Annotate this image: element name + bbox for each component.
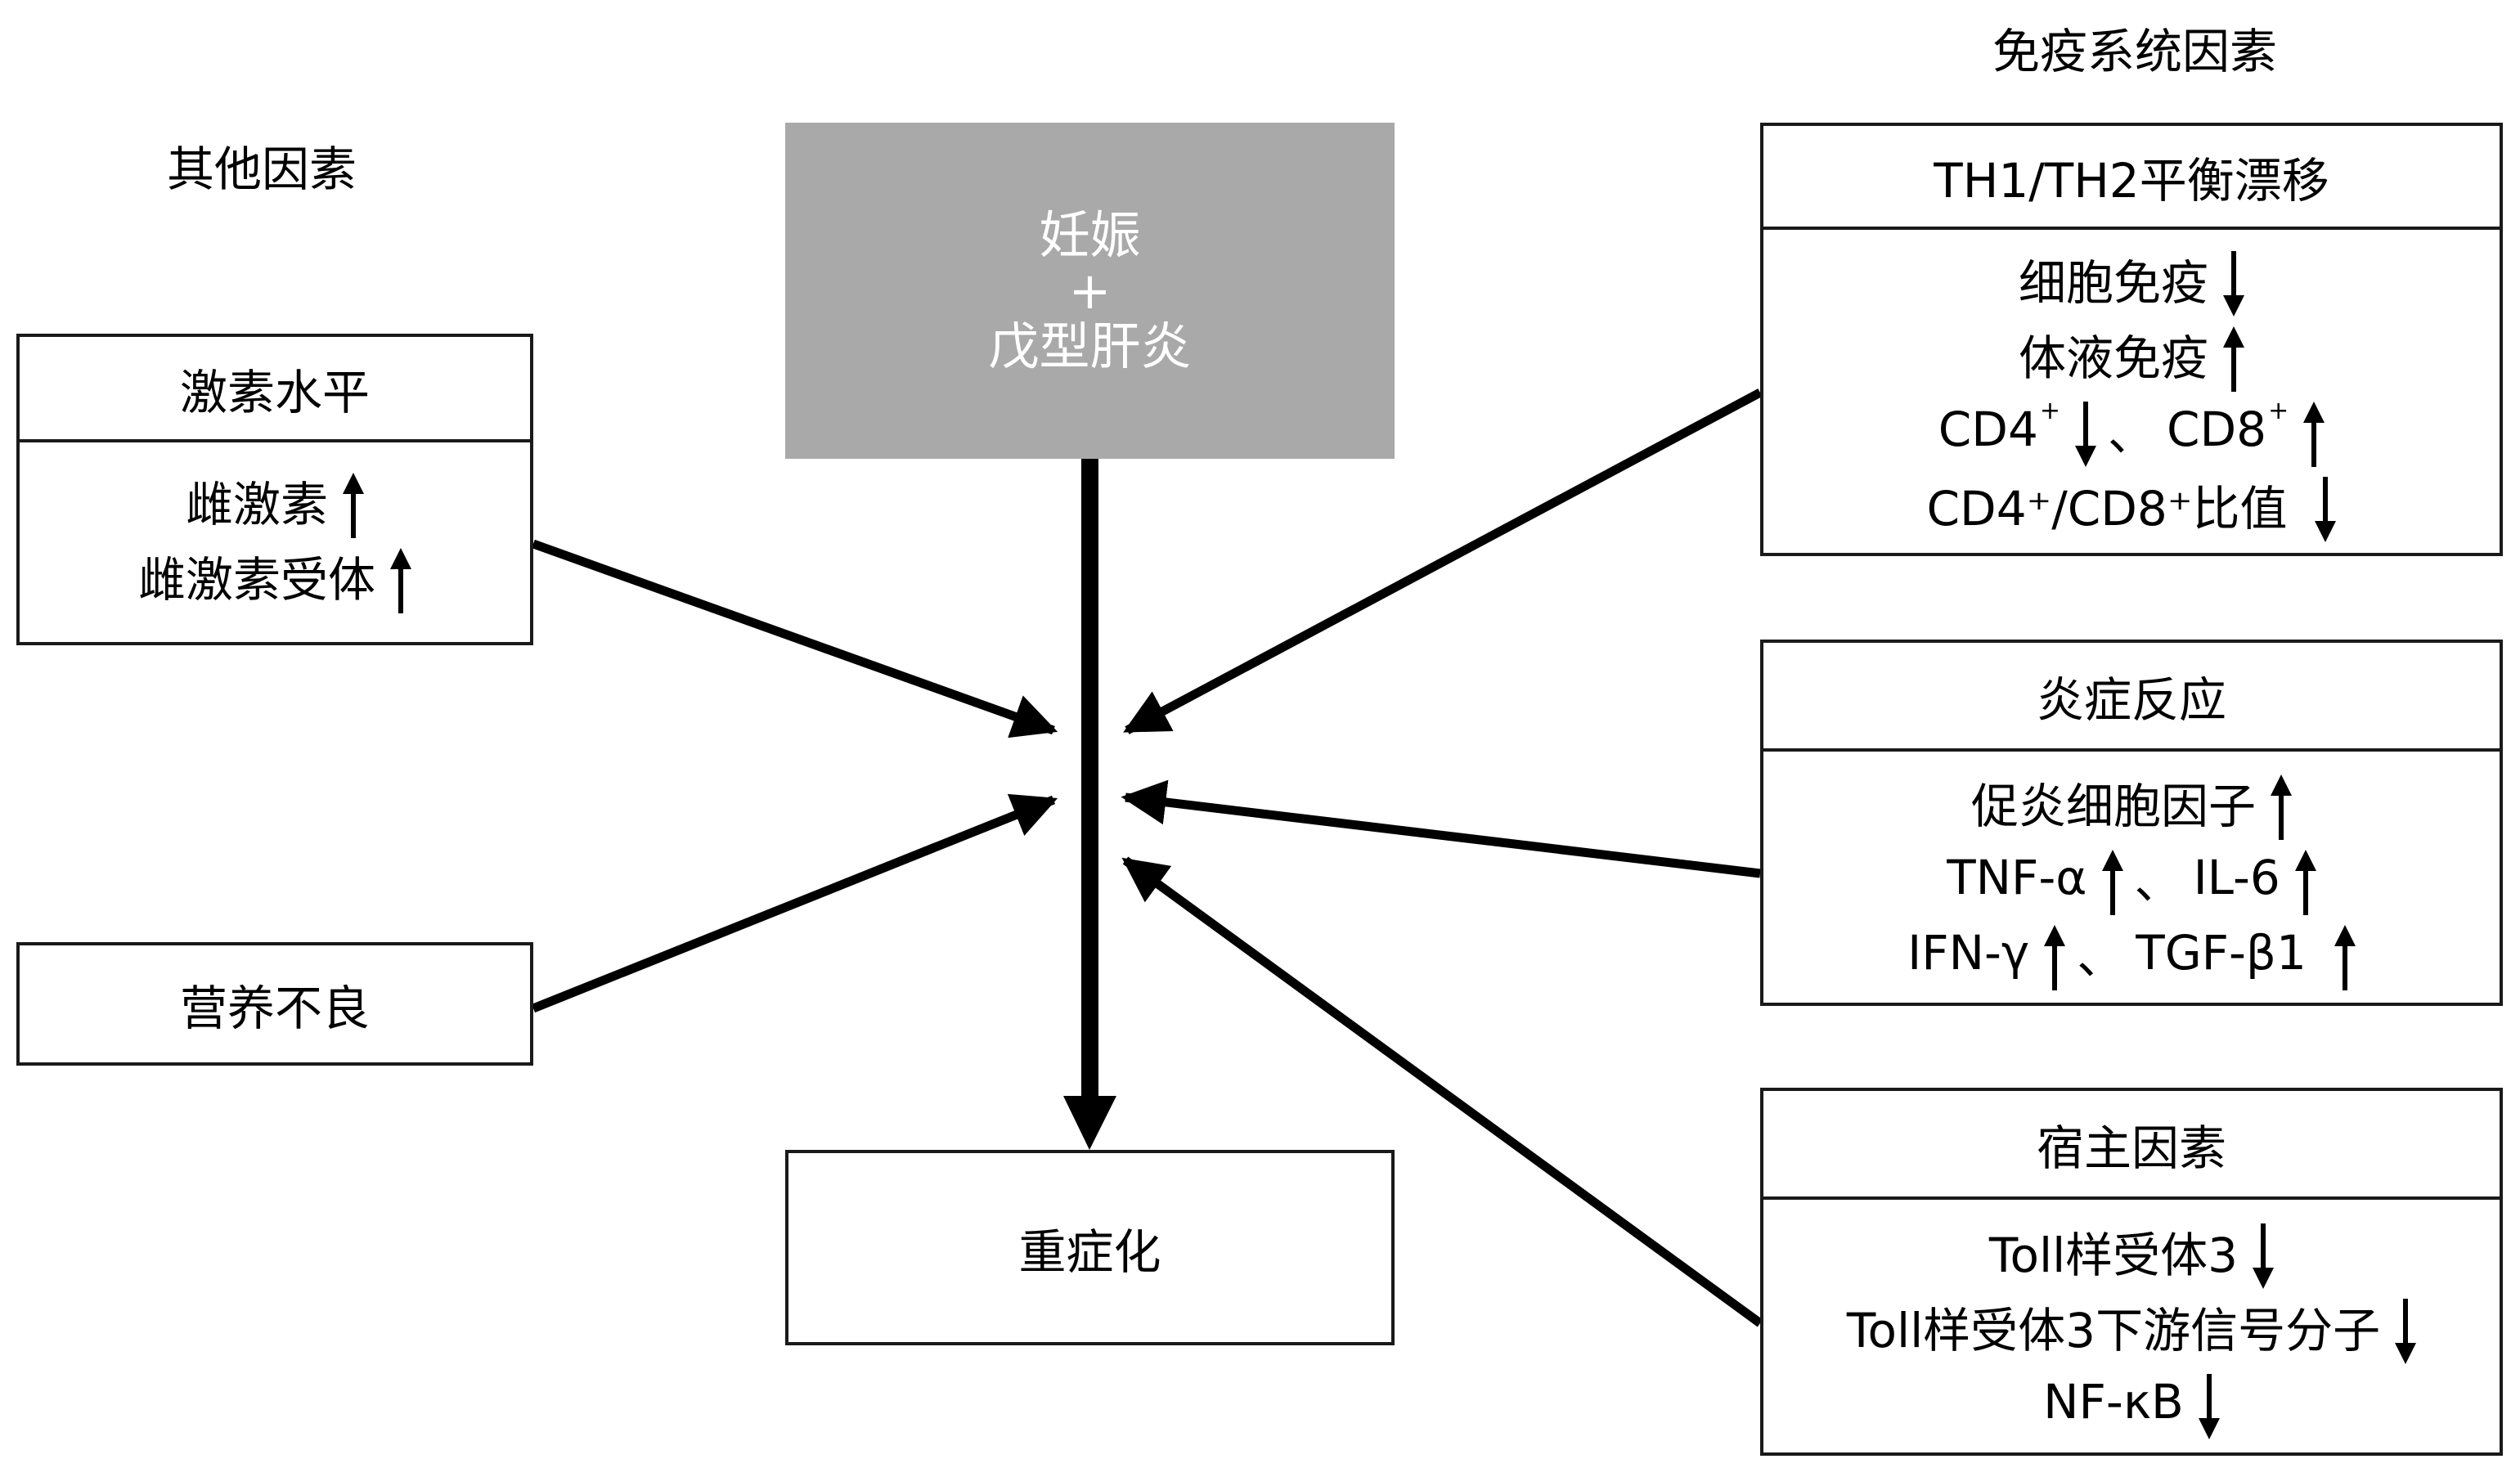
separator: 、: [2107, 405, 2155, 461]
list-item: 雌激素: [186, 463, 364, 538]
list-item: 细胞免疫: [2019, 241, 2244, 316]
main-arrow-head: [1063, 1096, 1116, 1150]
main-arrow-shaft: [1081, 459, 1098, 1098]
hormone-level-header: 激素水平: [20, 337, 530, 442]
separator: 、: [2134, 853, 2182, 909]
list-item: CD4⁺/CD8⁺比值: [1927, 467, 2337, 542]
inflammation-title: 炎症反应: [2036, 671, 2226, 728]
th-balance-header: TH1/TH2平衡漂移: [1763, 126, 2500, 230]
edge-host-to-main: [1121, 856, 1763, 1327]
center-line-2: 戊型肝炎: [988, 316, 1192, 376]
item-label: 雌激素: [185, 477, 328, 532]
separator: 、: [2077, 928, 2125, 985]
item-label: IFN-γ: [1907, 924, 2030, 981]
list-item: TNF-α 、 IL-6: [1947, 840, 2316, 915]
down-arrow-icon: [2198, 1373, 2220, 1439]
inflammation-box: 炎症反应 促炎细胞因子 TNF-α 、 IL-6 IFN-γ 、 TGF-β1: [1760, 640, 2503, 1006]
th-balance-body: 细胞免疫 体液免疫 CD4+ 、 CD8+ CD4⁺/CD8⁺比值: [1763, 230, 2500, 553]
up-arrow-icon: [2044, 924, 2066, 990]
center-plus: +: [1068, 260, 1112, 321]
item-label: CD8: [2167, 401, 2267, 457]
up-arrow-icon: [2101, 849, 2123, 915]
list-item: 雌激素受体: [138, 538, 411, 613]
inflammation-header: 炎症反应: [1763, 643, 2500, 752]
list-item: IFN-γ 、 TGF-β1: [1907, 915, 2356, 990]
severe-outcome-box: 重症化: [785, 1150, 1395, 1345]
item-label: TNF-α: [1947, 849, 2087, 905]
edge-th-balance-to-main: [1123, 388, 1763, 734]
item-label: 细胞免疫: [2018, 254, 2208, 311]
down-arrow-icon: [2315, 476, 2337, 542]
edge-hormone-to-main: [532, 539, 1058, 738]
host-factors-box: 宿主因素 Toll样受体3 Toll样受体3下游信号分子 NF-κB: [1760, 1088, 2503, 1456]
down-arrow-icon: [2074, 401, 2096, 467]
hormone-level-box: 激素水平 雌激素 雌激素受体: [16, 334, 533, 645]
inflammation-body: 促炎细胞因子 TNF-α 、 IL-6 IFN-γ 、 TGF-β1: [1763, 752, 2500, 1003]
malnutrition-title: 营养不良: [179, 980, 370, 1036]
item-label: IL-6: [2193, 849, 2280, 905]
superscript-plus: +: [2268, 397, 2289, 425]
hormone-level-title: 激素水平: [179, 364, 370, 420]
item-label: NF-κB: [2043, 1373, 2184, 1430]
up-arrow-icon: [2294, 849, 2316, 915]
up-arrow-icon: [2303, 401, 2325, 467]
list-item: Toll样受体3下游信号分子: [1846, 1289, 2417, 1364]
host-factors-title: 宿主因素: [2036, 1120, 2226, 1176]
item-label: 雌激素受体: [137, 552, 375, 608]
pregnancy-hepatitis-e-box: 妊娠 + 戊型肝炎: [785, 123, 1395, 459]
list-item: Toll样受体3: [1988, 1214, 2275, 1289]
hormone-level-body: 雌激素 雌激素受体: [20, 442, 530, 642]
center-line-1: 妊娠: [1039, 204, 1141, 265]
list-item: 促炎细胞因子: [1971, 765, 2292, 840]
list-item: NF-κB: [2043, 1364, 2220, 1439]
up-arrow-icon: [2271, 774, 2292, 840]
down-arrow-icon: [2395, 1298, 2417, 1364]
superscript-plus: +: [2039, 397, 2060, 425]
outcome-label: 重症化: [1018, 1223, 1161, 1280]
item-label: CD4⁺/CD8⁺比值: [1926, 480, 2288, 536]
list-item: CD4+ 、 CD8+: [1938, 392, 2325, 467]
th-balance-title: TH1/TH2平衡漂移: [1934, 152, 2329, 209]
host-factors-body: Toll样受体3 Toll样受体3下游信号分子 NF-κB: [1763, 1200, 2500, 1452]
up-arrow-icon: [390, 548, 411, 613]
down-arrow-icon: [2223, 250, 2244, 316]
item-label: Toll样受体3下游信号分子: [1846, 1302, 2381, 1358]
up-arrow-icon: [2334, 924, 2356, 990]
malnutrition-box: 营养不良: [16, 942, 533, 1066]
up-arrow-icon: [343, 473, 364, 538]
item-label: TGF-β1: [2136, 924, 2307, 981]
item-label: 体液免疫: [2018, 330, 2208, 386]
edge-inflammation-to-main: [1121, 779, 1761, 878]
down-arrow-icon: [2253, 1223, 2275, 1289]
up-arrow-icon: [2223, 325, 2244, 392]
list-item: 体液免疫: [2019, 316, 2244, 392]
th-balance-box: TH1/TH2平衡漂移 细胞免疫 体液免疫 CD4+ 、 CD8+ CD4⁺/C…: [1760, 123, 2503, 556]
item-label: Toll样受体3: [1988, 1227, 2239, 1283]
host-factors-header: 宿主因素: [1763, 1091, 2500, 1200]
left-group-title: 其他因素: [166, 141, 357, 197]
edge-nutrition-to-main: [531, 793, 1058, 1013]
right-group-title: 免疫系统因素: [1992, 24, 2277, 79]
item-label: CD4: [1938, 401, 2038, 457]
item-label: 促炎细胞因子: [1970, 778, 2256, 834]
